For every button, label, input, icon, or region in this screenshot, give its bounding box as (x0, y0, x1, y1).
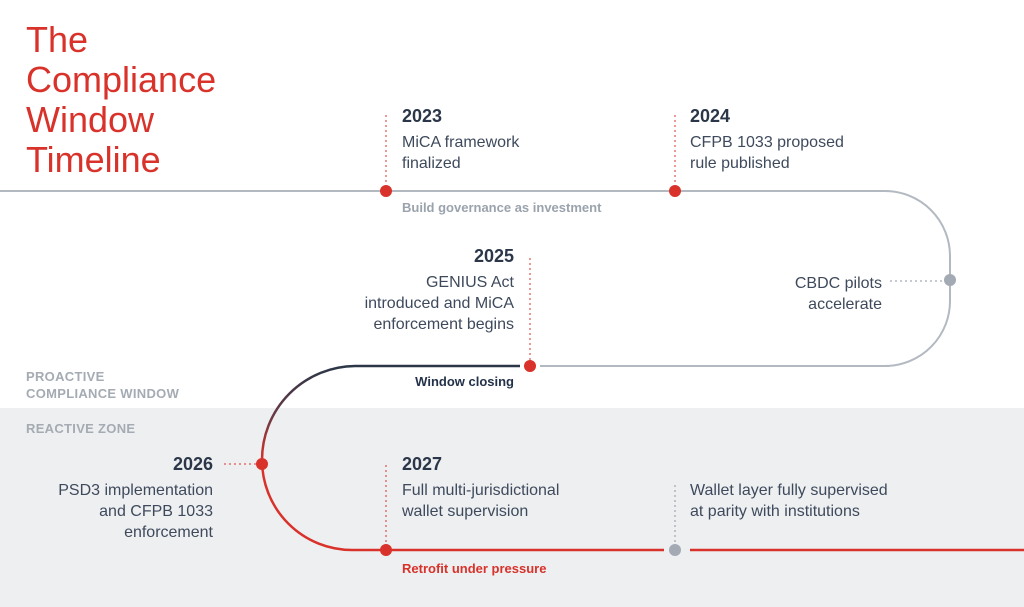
node-cbdc (944, 274, 956, 286)
milestone-2025-year: 2025 (473, 246, 514, 266)
node-2025 (524, 360, 536, 372)
milestone-2024-desc: CFPB 1033 proposed rule published (690, 134, 844, 172)
track-left-arc (260, 364, 356, 461)
milestone-2024-year: 2024 (690, 106, 731, 126)
node-2027 (380, 544, 392, 556)
milestone-2026-desc: PSD3 implementation and CFPB 1033 enforc… (58, 482, 213, 541)
milestone-2025-desc: GENIUS Act introduced and MiCA enforceme… (364, 274, 514, 333)
milestone-2026-year: 2026 (172, 454, 213, 474)
phase-retrofit: Retrofit under pressure (402, 561, 547, 576)
node-2023 (380, 185, 392, 197)
track-right-bend (540, 280, 952, 367)
milestone-cbdc-desc: CBDC pilots accelerate (794, 275, 882, 313)
node-wallet (669, 544, 681, 556)
track-top (0, 190, 951, 280)
track-left-arc-lower (260, 459, 664, 552)
proactive-zone-label: PROACTIVE COMPLIANCE WINDOW (26, 369, 180, 401)
milestone-2023-desc: MiCA framework finalized (402, 134, 520, 172)
reactive-zone-background (0, 408, 1024, 607)
milestone-2027-year: 2027 (402, 454, 443, 474)
milestone-2023-year: 2023 (402, 106, 443, 126)
phase-governance: Build governance as investment (402, 200, 602, 215)
reactive-zone-label: REACTIVE ZONE (26, 421, 136, 436)
milestone-wallet-desc: Wallet layer fully supervised at parity … (690, 482, 888, 520)
milestone-2027-desc: Full multi-jurisdictional wallet supervi… (402, 482, 560, 520)
page-title: The Compliance Window Timeline (26, 19, 217, 180)
node-2026 (256, 458, 268, 470)
node-2024 (669, 185, 681, 197)
phase-window-closing: Window closing (415, 374, 514, 389)
